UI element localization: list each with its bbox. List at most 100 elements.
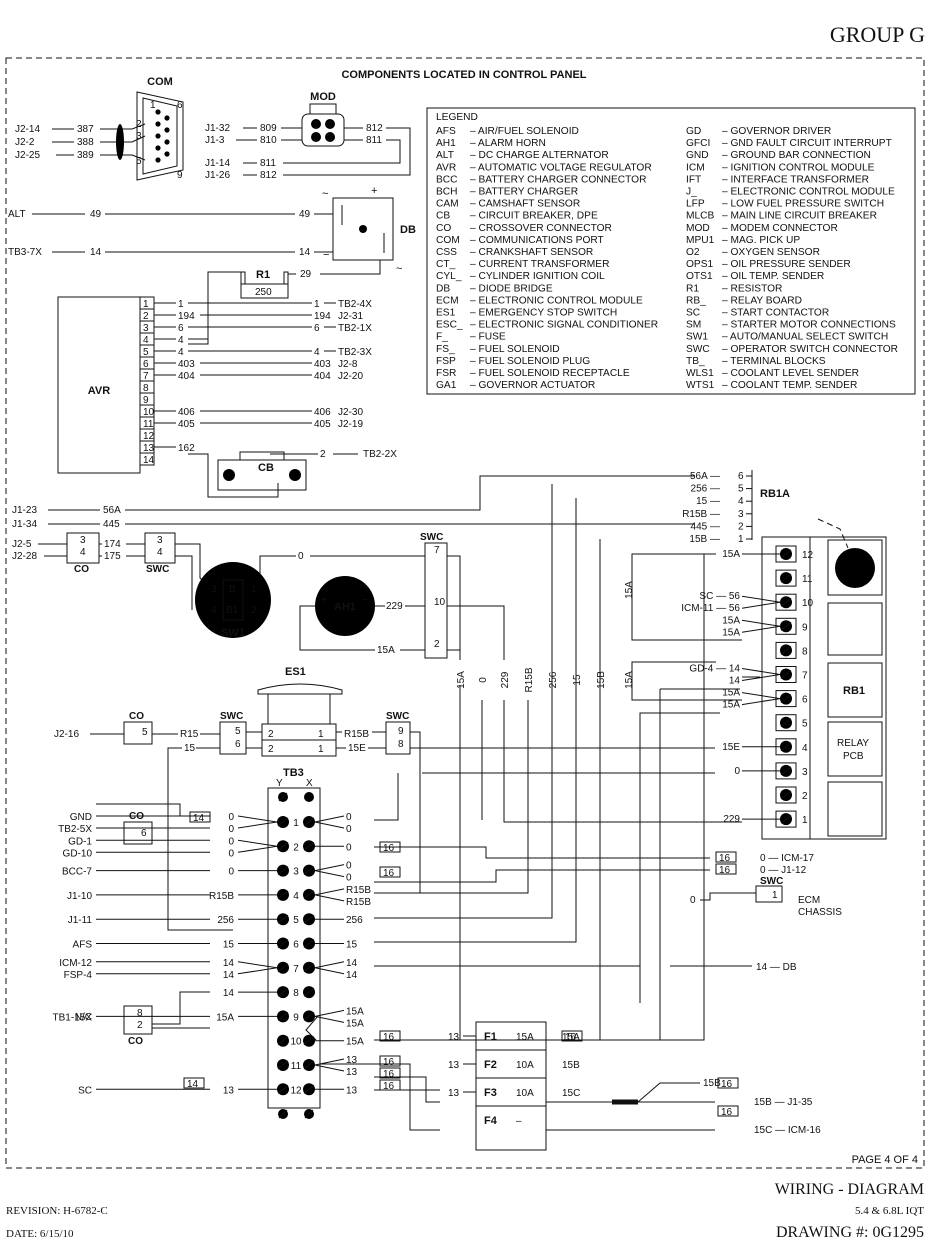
legend-abbr: OPS1	[686, 259, 714, 270]
tb3-left-dest: SC	[78, 1085, 92, 1096]
tb3-left-dest: GND	[70, 812, 92, 823]
co-dest: J2-5	[12, 539, 32, 550]
com-wire: 387	[77, 124, 94, 135]
sw1-pin: B1	[226, 605, 239, 616]
avr-terminal-number: 14	[143, 455, 155, 466]
alt-dest: ALT	[8, 209, 26, 220]
tb3-left-dest: AFS	[73, 940, 93, 951]
legend-abbr: F_	[436, 332, 448, 343]
legend-desc: – LOW FUEL PRESSURE SWITCH	[722, 199, 884, 210]
legend-abbr: SW1	[686, 332, 708, 343]
tb3-label: TB3	[283, 767, 304, 779]
tb3-7x-dest: TB3-7X	[8, 247, 42, 258]
wire-r15b: R15B	[344, 729, 369, 740]
legend-abbr: SC	[686, 308, 700, 319]
rb1-wire: 229	[723, 814, 740, 825]
legend-abbr: ALT	[436, 150, 454, 161]
fuse-dest: 15B — J1-35	[754, 1097, 813, 1108]
fuse-rating: –	[516, 1116, 522, 1127]
group-label: GROUP G	[830, 22, 925, 47]
legend-desc: – STARTER MOTOR CONNECTIONS	[722, 320, 896, 331]
mod-dest: J1-14	[205, 158, 230, 169]
tb3-left-dest: J1-11	[68, 915, 93, 926]
mod-wire: 811	[366, 135, 382, 146]
r1-wire: 29	[300, 269, 312, 280]
com-pin-5: 5	[136, 156, 142, 167]
legend-desc: – OXYGEN SENSOR	[722, 247, 820, 258]
rb1-wire: 15E	[722, 742, 740, 753]
legend-title: LEGEND	[436, 112, 478, 123]
avr-terminal-number: 12	[143, 431, 155, 442]
wire-15e: 15E	[348, 743, 366, 754]
com-pin-3: 3	[136, 131, 142, 142]
wire-0: 0	[298, 551, 304, 562]
rb1-wire: 15A	[722, 615, 740, 626]
tb3-right-wire: R15B	[346, 897, 371, 908]
resistor-r1: R1 250	[188, 269, 296, 345]
circuit-breaker-cb: CB 2 TB2-2X	[188, 449, 397, 498]
sw1-pin: 2	[251, 605, 257, 616]
avr-dest: TB2-3X	[338, 347, 372, 358]
mod-wire: 812	[366, 123, 383, 134]
tb3-left-wire: 256	[217, 915, 234, 926]
wire-r15: R15	[180, 729, 199, 740]
fuse-rating: 15A	[516, 1032, 534, 1043]
tb3-terminal-number: 6	[293, 940, 299, 951]
mod-wire: 809	[260, 123, 277, 134]
co-wire: 174	[104, 539, 121, 550]
swc-connector-mid: SWC 7 10 2	[420, 532, 505, 660]
swc-label: SWC	[386, 711, 409, 722]
legend-abbr: J_	[686, 187, 697, 198]
tb3-left-wire: 0	[228, 867, 234, 878]
tb3-left-dest: GD-10	[63, 848, 93, 859]
co-label: CO	[74, 564, 89, 575]
avr-wire: 406	[314, 407, 331, 418]
rb1-terminal-number: 3	[802, 767, 808, 778]
co-pin: 6	[141, 828, 147, 839]
tb3-col-y: Y	[276, 778, 283, 789]
com-pin-1: 1	[150, 100, 156, 111]
db-ac-mark: ~	[322, 188, 328, 200]
wire-445: 445	[103, 519, 120, 530]
avr-label: AVR	[88, 385, 110, 397]
legend-desc: – FUSE	[470, 332, 506, 343]
swc-pin: 4	[157, 547, 163, 558]
legend-desc: – CURRENT TRANSFORMER	[470, 259, 609, 270]
rb1-terminal-number: 2	[802, 791, 808, 802]
fuse-in-wire: 13	[448, 1060, 460, 1071]
co-wire: 175	[104, 551, 121, 562]
wire-15a: 15A	[377, 645, 395, 656]
avr-wire: 404	[178, 371, 195, 382]
tb3-left-wire: 14	[223, 970, 235, 981]
legend-abbr: R1	[686, 283, 699, 294]
tb3-right-wire: 15A	[346, 1037, 364, 1048]
mod-connector: MOD 1 4 2 3 J1-32 809 J1-3 810 812 811 J…	[205, 91, 411, 181]
legend-desc: – ALARM HORN	[470, 138, 546, 149]
avr-wire: 406	[178, 407, 195, 418]
rb1-terminal-number: 4	[802, 743, 808, 754]
avr-wire: 403	[178, 359, 195, 370]
legend-desc: – FUEL SOLENOID RECEPTACLE	[470, 368, 630, 379]
tb3-right-wire: 14	[346, 970, 358, 981]
legend-desc: – COOLANT LEVEL SENDER	[722, 368, 859, 379]
panel-title: COMPONENTS LOCATED IN CONTROL PANEL	[341, 69, 586, 81]
swc-pin: 5	[235, 726, 241, 737]
wire-tag: 16	[383, 868, 395, 879]
vertical-wire-label: 256	[548, 671, 559, 688]
revision: REVISION: H-6782-C	[6, 1205, 108, 1217]
fuse-out-wire: 15C	[562, 1088, 580, 1099]
ah1-plus: +	[321, 595, 327, 606]
wire-tag: 16	[383, 1032, 395, 1043]
legend-desc: – CAMSHAFT SENSOR	[470, 199, 580, 210]
avr-terminal	[139, 452, 155, 466]
rb1-terminal	[775, 786, 797, 804]
legend-desc: – GOVERNOR DRIVER	[722, 126, 831, 137]
rb1-wire: SC — 56	[699, 591, 740, 602]
avr-terminal-number: 4	[143, 335, 149, 346]
legend-abbr: MLCB	[686, 211, 715, 222]
legend-desc: – RESISTOR	[722, 283, 782, 294]
tb3-right-wire: 256	[346, 915, 363, 926]
